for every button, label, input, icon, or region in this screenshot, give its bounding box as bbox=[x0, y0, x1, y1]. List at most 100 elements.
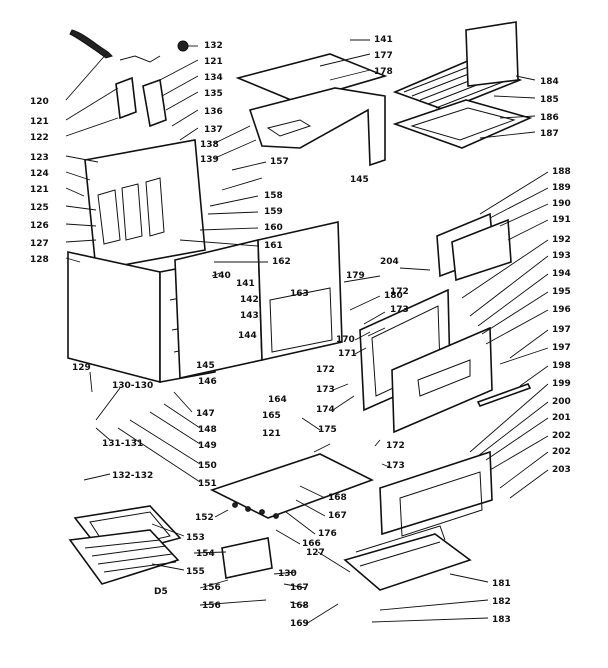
callout-197b: 197 bbox=[552, 343, 571, 353]
callout-128: 128 bbox=[30, 255, 49, 265]
callout-184: 184 bbox=[540, 77, 559, 87]
callout-187: 187 bbox=[540, 129, 559, 139]
callout-164: 164 bbox=[268, 395, 287, 405]
callout-147: 147 bbox=[196, 409, 215, 419]
callout-168: 168 bbox=[328, 493, 347, 503]
callout-137: 137 bbox=[204, 125, 223, 135]
callout-160: 160 bbox=[264, 223, 283, 233]
control-bracket-left bbox=[115, 76, 137, 120]
callout-186: 186 bbox=[540, 113, 559, 123]
callout-195: 195 bbox=[552, 287, 571, 297]
callout-158: 158 bbox=[264, 191, 283, 201]
callout-labels: 120 121 122 123 124 121 125 126 127 128 … bbox=[30, 35, 571, 629]
parts-drawing bbox=[67, 21, 533, 591]
callout-145: 145 bbox=[350, 175, 369, 185]
callout-192: 192 bbox=[552, 235, 571, 245]
callout-156b: 156 bbox=[202, 601, 221, 611]
callout-149: 149 bbox=[198, 441, 217, 451]
callout-121c: 121 bbox=[204, 57, 223, 67]
callout-189: 189 bbox=[552, 183, 571, 193]
callout-127: 127 bbox=[30, 239, 49, 249]
callout-179: 179 bbox=[346, 271, 365, 281]
wire-harness bbox=[69, 29, 113, 59]
callout-196: 196 bbox=[552, 305, 571, 315]
rack-back bbox=[465, 21, 519, 87]
callout-204: 204 bbox=[380, 257, 399, 267]
callout-191: 191 bbox=[552, 215, 571, 225]
callout-144: 144 bbox=[238, 331, 257, 341]
leader-lines bbox=[65, 39, 549, 625]
callout-148: 148 bbox=[198, 425, 217, 435]
callout-178: 178 bbox=[374, 67, 393, 77]
callout-201: 201 bbox=[552, 413, 571, 423]
callout-170: 170 bbox=[336, 335, 355, 345]
callout-183: 183 bbox=[492, 615, 511, 625]
callout-188: 188 bbox=[552, 167, 571, 177]
callout-173: 173 bbox=[390, 305, 409, 315]
callout-198: 198 bbox=[552, 361, 571, 371]
callout-134: 134 bbox=[204, 73, 223, 83]
callout-156: 156 bbox=[202, 583, 221, 593]
callout-168b: 168 bbox=[290, 601, 309, 611]
cooktop-frame bbox=[248, 87, 386, 167]
broil-grid bbox=[68, 529, 180, 585]
callout-172c: 172 bbox=[386, 441, 405, 451]
callout-202b: 202 bbox=[552, 447, 571, 457]
callout-121: 121 bbox=[30, 117, 49, 127]
callout-152: 152 bbox=[195, 513, 214, 523]
callout-167: 167 bbox=[328, 511, 347, 521]
knob-132 bbox=[177, 40, 189, 52]
callout-193: 193 bbox=[552, 251, 571, 261]
callout-125: 125 bbox=[30, 203, 49, 213]
callout-151: 151 bbox=[198, 479, 217, 489]
callout-174: 174 bbox=[316, 405, 335, 415]
callout-130: 130 bbox=[278, 569, 297, 579]
callout-124: 124 bbox=[30, 169, 49, 179]
callout-180: 180 bbox=[384, 291, 403, 301]
callout-172: 172 bbox=[390, 287, 409, 297]
callout-145b: 145 bbox=[196, 361, 215, 371]
callout-194: 194 bbox=[552, 269, 571, 279]
callout-161: 161 bbox=[264, 241, 283, 251]
callout-121b: 121 bbox=[30, 185, 49, 195]
liner-right-panel bbox=[257, 221, 343, 361]
kick-plate bbox=[221, 537, 273, 579]
storage-drawer bbox=[343, 533, 472, 591]
callout-197: 197 bbox=[552, 325, 571, 335]
drawer-front bbox=[379, 450, 493, 536]
oven-liner bbox=[174, 238, 263, 379]
callout-202: 202 bbox=[552, 431, 571, 441]
callout-131-131: 131-131 bbox=[102, 439, 143, 449]
callout-153: 153 bbox=[186, 533, 205, 543]
callout-157: 157 bbox=[270, 157, 289, 167]
callout-159: 159 bbox=[264, 207, 283, 217]
callout-127b: 127 bbox=[306, 548, 325, 558]
callout-141: 141 bbox=[236, 279, 255, 289]
back-panel bbox=[84, 139, 206, 271]
callout-146: 146 bbox=[198, 377, 217, 387]
callout-143: 143 bbox=[240, 311, 259, 321]
callout-126: 126 bbox=[30, 221, 49, 231]
callout-169: 169 bbox=[290, 619, 309, 629]
callout-129: 129 bbox=[72, 363, 91, 373]
callout-190: 190 bbox=[552, 199, 571, 209]
callout-155: 155 bbox=[186, 567, 205, 577]
callout-132: 132 bbox=[204, 41, 223, 51]
callout-142: 142 bbox=[240, 295, 259, 305]
callout-d5: D5 bbox=[154, 587, 168, 597]
callout-136: 136 bbox=[204, 107, 223, 117]
callout-172b: 172 bbox=[316, 365, 335, 375]
callout-154: 154 bbox=[196, 549, 215, 559]
callout-138: 138 bbox=[200, 140, 219, 150]
door-handle bbox=[476, 383, 532, 407]
callout-132-132: 132-132 bbox=[112, 471, 153, 481]
callout-162: 162 bbox=[272, 257, 291, 267]
callout-140: 140 bbox=[212, 271, 231, 281]
glass-panel-2 bbox=[451, 218, 512, 282]
callout-165: 165 bbox=[262, 411, 281, 421]
callout-141b: 141 bbox=[374, 35, 393, 45]
oven-door-outer bbox=[391, 326, 493, 434]
callout-150: 150 bbox=[198, 461, 217, 471]
callout-130-130: 130-130 bbox=[112, 381, 153, 391]
